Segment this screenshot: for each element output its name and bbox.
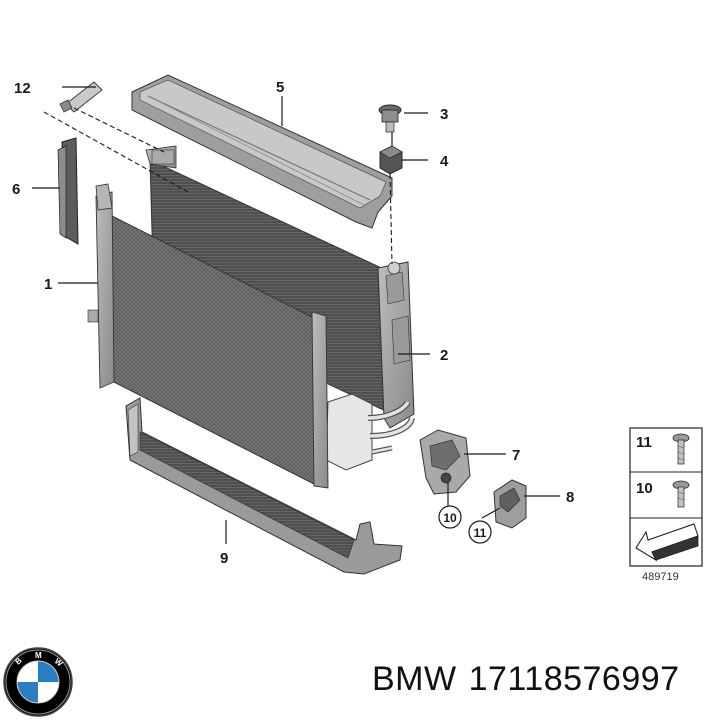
part-caption: BMW 17118576997 (372, 660, 692, 699)
bmw-logo: B M W (3, 647, 73, 717)
callout-2: 2 (440, 347, 448, 364)
legend-row-10: 10 (636, 480, 653, 497)
logo-letter-w: W (53, 657, 65, 669)
circled-label-10: 10 (443, 511, 457, 525)
logo-letter-b: B (14, 656, 24, 667)
callout-8: 8 (566, 489, 574, 506)
fastener-legend: 11 10 489719 (629, 427, 703, 583)
part-2-radiator (145, 145, 415, 429)
screw-icon (672, 433, 690, 465)
arrow-icon (635, 523, 699, 562)
callout-1: 1 (44, 276, 52, 293)
callout-5: 5 (276, 79, 284, 96)
part-4-rubber-mount (379, 145, 403, 175)
circled-callout-10: 10 (438, 505, 462, 529)
brand-name: BMW (372, 660, 457, 698)
screw-icon (672, 480, 690, 508)
part-12-sensor (59, 81, 103, 113)
part-8-bracket (493, 479, 527, 529)
callout-3: 3 (440, 106, 448, 123)
part-number: 17118576997 (468, 660, 680, 698)
part-9-lower-air-guide (125, 397, 403, 575)
part-6-side-seal (57, 137, 79, 245)
circled-callout-11: 11 (468, 520, 492, 544)
callout-7: 7 (512, 447, 520, 464)
callout-4: 4 (440, 153, 449, 170)
leader-lines (32, 86, 560, 544)
callout-6: 6 (12, 181, 20, 198)
callout-9: 9 (220, 550, 228, 567)
circled-label-11: 11 (474, 526, 487, 540)
part-1-condenser (87, 183, 329, 489)
logo-letter-m: M (35, 651, 42, 660)
part-5-air-duct (131, 74, 393, 229)
coolant-pipe (325, 393, 415, 471)
part-3-mount-screw (378, 104, 402, 133)
legend-row-11: 11 (636, 434, 652, 451)
callout-12: 12 (14, 80, 31, 97)
part-7-bracket (419, 429, 471, 495)
callout-numbers: 12 5 3 4 6 1 2 7 8 9 (12, 79, 574, 567)
diagram-ref-code: 489719 (642, 571, 679, 583)
